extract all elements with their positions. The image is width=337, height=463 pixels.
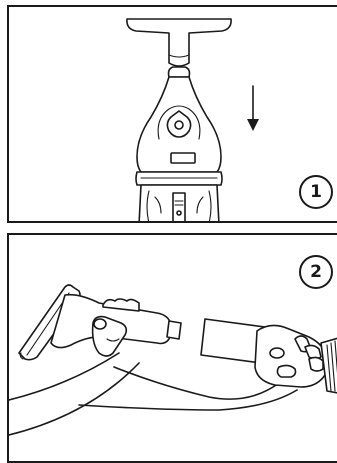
- ribbed-hose: [321, 335, 337, 395]
- step-number-badge: 2: [299, 255, 333, 289]
- down-arrow-icon: [247, 86, 259, 131]
- step-2-illustration: [9, 235, 337, 463]
- left-hand: [93, 317, 127, 356]
- left-arm: [9, 353, 139, 435]
- step-2-panel: 2: [7, 233, 337, 463]
- vacuum-body: [136, 67, 222, 223]
- nozzle-attachment: [127, 19, 231, 66]
- right-hand: [255, 325, 327, 387]
- step-1-panel: 1: [7, 5, 337, 223]
- step-1-illustration: [9, 7, 337, 223]
- step-number-badge: 1: [299, 175, 333, 209]
